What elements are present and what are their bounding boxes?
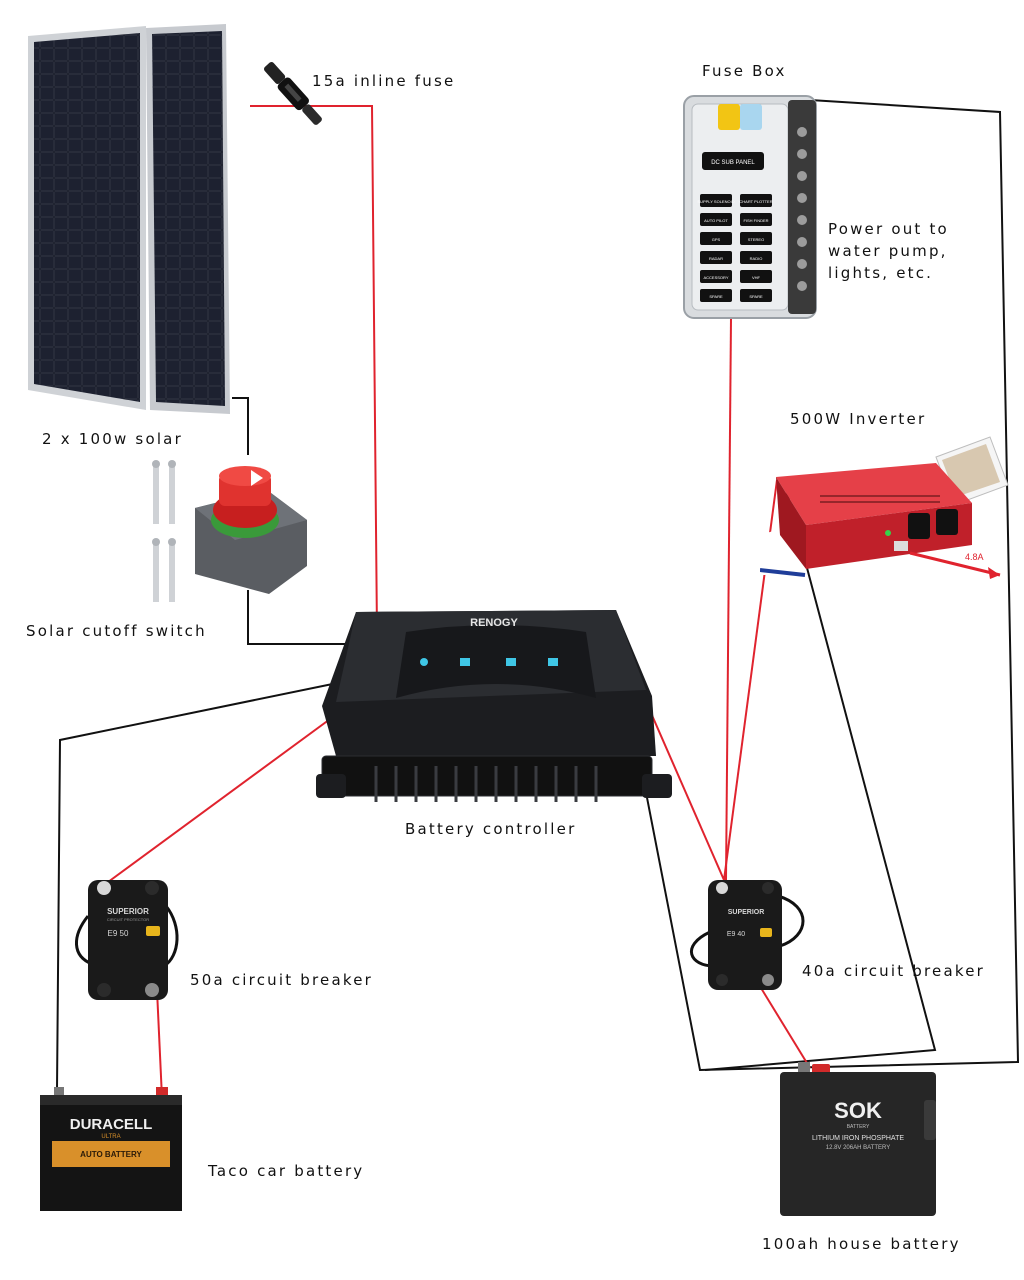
house-battery-line1: LITHIUM IRON PHOSPHATE <box>812 1135 904 1142</box>
fuse-slot <box>700 232 732 245</box>
breaker-40a: SUPERIOR E9 40 <box>680 876 810 994</box>
house-battery-brand: SOK <box>834 1098 882 1123</box>
wire-pos-breaker40-house <box>760 987 811 1069</box>
fuse-slot <box>740 289 772 302</box>
label-breaker-40: 40a circuit breaker <box>802 962 985 980</box>
fuse-slot-label: SPARE <box>749 294 763 299</box>
fuse-slot <box>700 270 732 283</box>
solar-panel-icon <box>28 24 230 414</box>
fuse-slot-label: STEREO <box>748 237 764 242</box>
fuse-slot <box>740 194 772 207</box>
breaker-50-sub: CIRCUIT PROTECTOR <box>107 917 149 922</box>
circuit-breaker-icon: SUPERIOR CIRCUIT PROTECTOR E9 50 <box>75 880 179 1000</box>
wire-pos-fuse-controller <box>250 105 378 634</box>
circuit-breaker-icon: SUPERIOR E9 40 <box>689 880 805 990</box>
car-battery-band: AUTO BATTERY <box>80 1150 142 1159</box>
fuse-slot <box>740 213 772 226</box>
breaker-40-code: E9 40 <box>727 931 745 938</box>
wire-pos-breaker50-carbattery <box>156 989 163 1099</box>
label-inline-fuse: 15a inline fuse <box>312 72 456 90</box>
breaker-50-code: E9 50 <box>108 929 129 938</box>
inline-fuse-icon <box>263 62 322 125</box>
label-house-battery: 100ah house battery <box>762 1235 961 1253</box>
house-battery-sub: BATTERY <box>847 1124 870 1130</box>
fuse-slot-label: RADAR <box>709 256 723 261</box>
fuse-slot-label: SPARE <box>709 294 723 299</box>
fuse-slot-label: AUTO PILOT <box>704 218 728 223</box>
wire-neg-solar-switch <box>232 397 249 455</box>
fuse-slot-label: CHART PLOTTER <box>739 199 772 204</box>
label-cutoff-switch: Solar cutoff switch <box>26 622 207 640</box>
house-battery-line2: 12.8V 206AH BATTERY <box>826 1145 890 1151</box>
label-fuse-box: Fuse Box <box>702 62 787 80</box>
fuse-slot-label: SUPPLY SOLENOID <box>697 199 734 204</box>
inverter: 4.8A <box>759 435 1010 585</box>
wire-neg-switch-controller <box>247 590 350 645</box>
fuse-slot <box>700 289 732 302</box>
fuse-box-icon: DC SUB PANEL SUPPLY SOLENOID CHART PLOTTE… <box>683 95 817 319</box>
label-breaker-50: 50a circuit breaker <box>190 971 373 989</box>
car-battery: DURACELL ULTRA AUTO BATTERY <box>36 1085 186 1213</box>
fuse-slot-label: RADIO <box>750 256 763 261</box>
fuse-slot-label: FISH FINDER <box>743 218 768 223</box>
solar-panels <box>26 22 236 414</box>
label-power-out-line1: Power out to <box>828 220 949 238</box>
wire-neg-controller-carbattery <box>56 679 353 1091</box>
inline-fuse <box>258 60 338 138</box>
label-solar: 2 x 100w solar <box>42 430 183 448</box>
fuse-slot <box>700 213 732 226</box>
fuse-slot <box>740 251 772 264</box>
breaker-50a: SUPERIOR CIRCUIT PROTECTOR E9 50 <box>72 876 182 1004</box>
fuse-panel-title: DC SUB PANEL <box>711 160 755 166</box>
fuse-slot <box>700 251 732 264</box>
cutoff-switch-icon <box>152 460 307 602</box>
wire-neg-inverter-house <box>704 484 937 1071</box>
fuse-box: DC SUB PANEL SUPPLY SOLENOID CHART PLOTTE… <box>680 92 820 322</box>
inverter-output-label: 4.8A <box>965 552 984 562</box>
wire-pos-fusebox-breaker40 <box>725 317 732 881</box>
car-battery-sub: ULTRA <box>101 1134 120 1140</box>
battery-controller: RENOGY <box>316 606 672 806</box>
fuse-slot <box>740 232 772 245</box>
car-battery-brand: DURACELL <box>70 1116 153 1133</box>
fuse-slot-label: VHF <box>752 275 761 280</box>
label-controller: Battery controller <box>405 820 577 838</box>
wire-pos-controller-breaker50 <box>103 699 357 886</box>
fuse-slot-label: GPS <box>712 237 721 242</box>
breaker-40-brand: SUPERIOR <box>728 909 765 916</box>
label-car-battery: Taco car battery <box>208 1162 365 1180</box>
label-power-out-line2: water pump, <box>828 242 948 260</box>
inverter-icon: 4.8A <box>759 436 1009 579</box>
controller-brand: RENOGY <box>470 617 518 629</box>
controller-icon: RENOGY <box>316 610 672 802</box>
house-battery-icon: SOK BATTERY LITHIUM IRON PHOSPHATE 12.8V… <box>780 1062 936 1216</box>
label-power-out-line3: lights, etc. <box>828 264 934 282</box>
label-power-out: Power out to water pump, lights, etc. <box>828 218 949 284</box>
car-battery-icon: DURACELL ULTRA AUTO BATTERY <box>40 1087 182 1211</box>
cutoff-switch <box>145 456 315 606</box>
fuse-slot-label: ACCESSORY <box>703 275 728 280</box>
fuse-slot <box>700 194 732 207</box>
house-battery: SOK BATTERY LITHIUM IRON PHOSPHATE 12.8V… <box>778 1060 938 1218</box>
bolt-icon <box>152 460 176 602</box>
label-inverter: 500W Inverter <box>790 410 927 428</box>
wire-neg-fusebox-loop <box>627 99 1020 1072</box>
breaker-50-brand: SUPERIOR <box>107 907 149 916</box>
fuse-slot <box>740 270 772 283</box>
